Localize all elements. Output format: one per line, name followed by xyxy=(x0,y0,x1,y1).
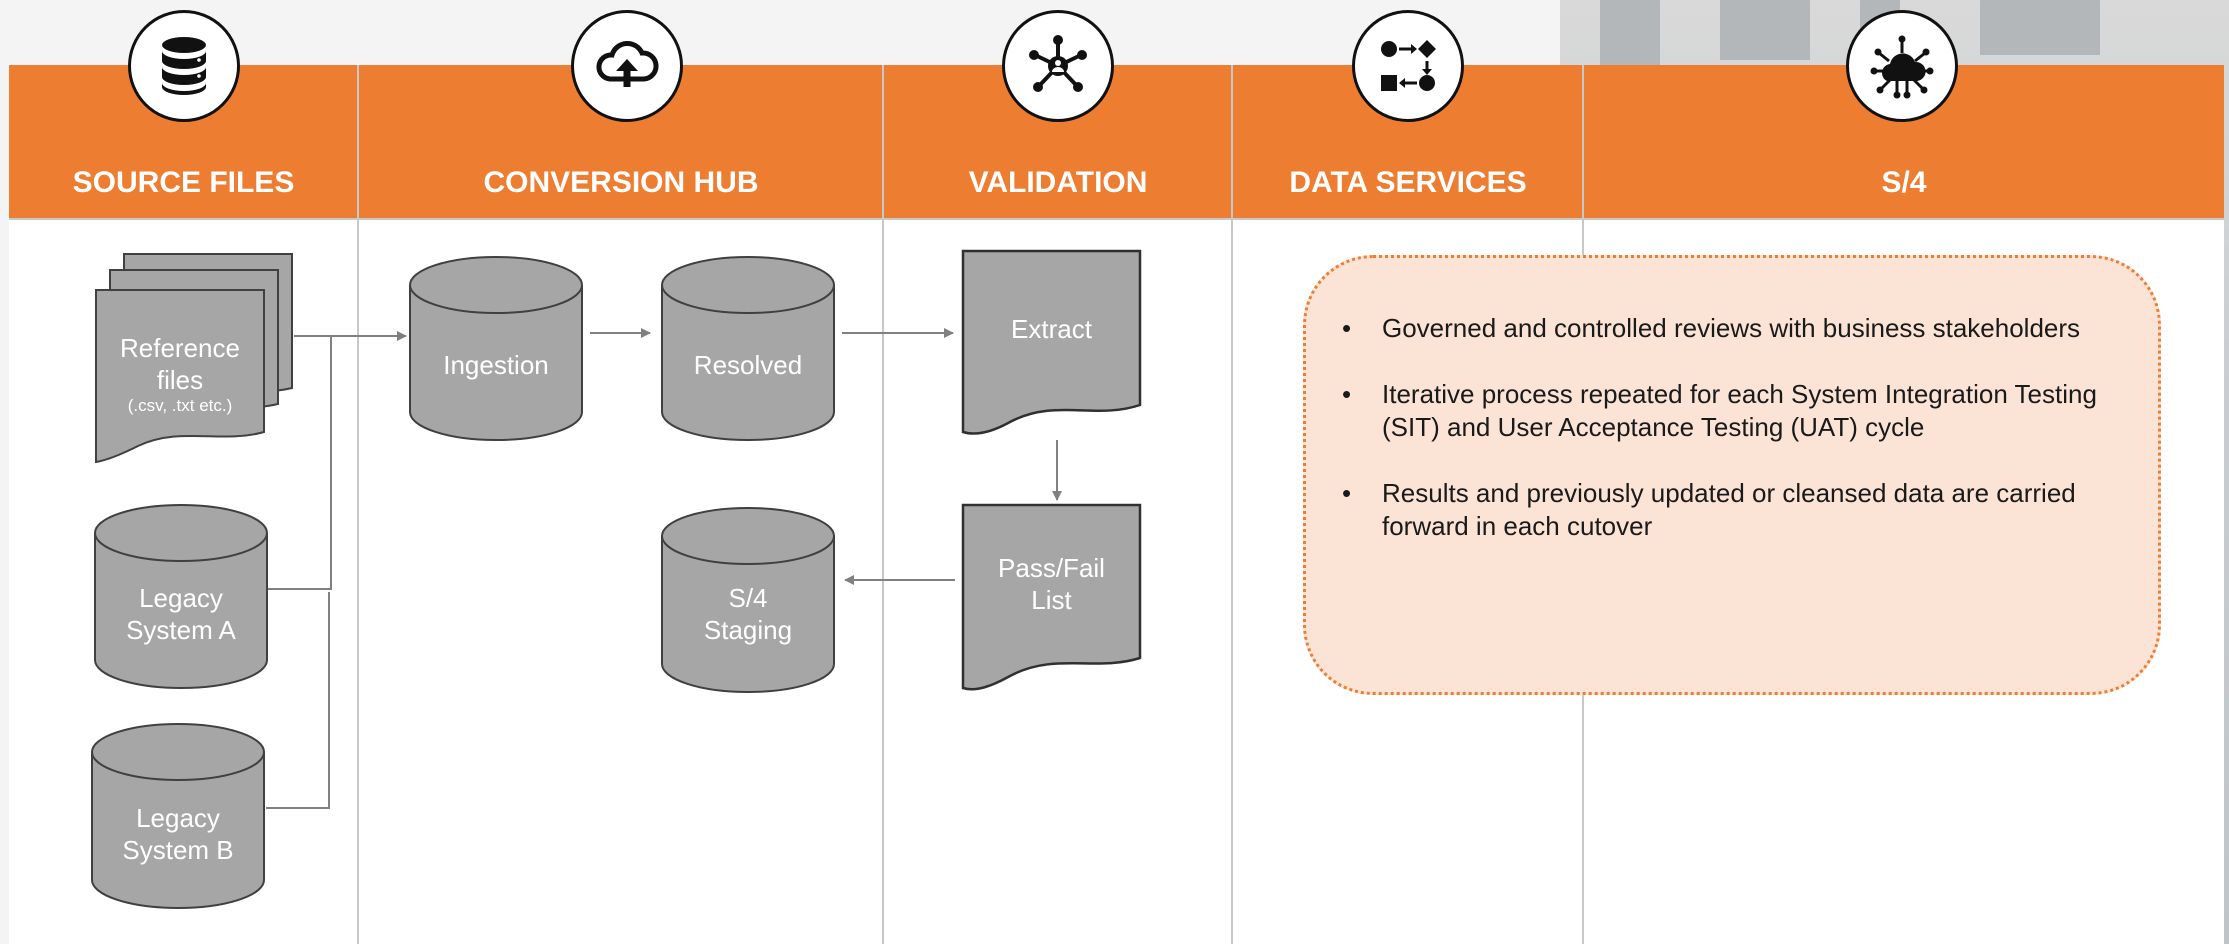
column-title-conversion-hub: CONVERSION HUB xyxy=(483,166,759,199)
column-title-data-services: DATA SERVICES xyxy=(1289,166,1527,199)
pass-fail-shape xyxy=(961,503,1142,691)
note-item: Iterative process repeated for each Syst… xyxy=(1342,378,2098,444)
connector-legacy-b xyxy=(266,592,330,809)
s4-staging-shape xyxy=(661,507,835,693)
extract-shape xyxy=(961,249,1142,435)
legacy-system-b-shape xyxy=(91,723,265,909)
column-title-validation: VALIDATION xyxy=(968,166,1148,199)
column-divider xyxy=(1231,65,1233,944)
ingestion-shape xyxy=(409,256,583,441)
column-divider xyxy=(882,65,884,944)
legacy-system-a-shape xyxy=(94,504,268,689)
legacy-system-b-label: Legacy System B xyxy=(122,803,234,865)
column-title-source-files: SOURCE FILES xyxy=(72,166,295,199)
database-icon xyxy=(128,10,240,122)
resolved-shape xyxy=(661,256,835,441)
network-hub-icon xyxy=(1002,10,1114,122)
ingestion-label: Ingestion xyxy=(443,350,549,380)
data-transform-icon xyxy=(1352,10,1464,122)
cloud-upload-icon xyxy=(571,10,683,122)
notes-list: Governed and controlled reviews with bus… xyxy=(1306,258,2158,543)
notes-box: Governed and controlled reviews with bus… xyxy=(1303,255,2161,695)
reference-files-label: Reference files (.csv, .txt etc.) xyxy=(120,333,240,415)
reference-files-shape xyxy=(95,253,293,464)
header-bottom-line xyxy=(9,218,2224,220)
connector-legacy-a xyxy=(268,336,332,590)
note-item: Governed and controlled reviews with bus… xyxy=(1342,312,2098,345)
extract-label: Extract xyxy=(1011,314,1092,344)
column-divider xyxy=(357,65,359,944)
pass-fail-label: Pass/Fail List xyxy=(998,553,1105,615)
note-item: Results and previously updated or cleans… xyxy=(1342,477,2098,543)
cloud-network-icon xyxy=(1846,10,1958,122)
s4-staging-label: S/4 Staging xyxy=(703,583,793,645)
resolved-label: Resolved xyxy=(693,350,803,380)
legacy-system-a-label: Legacy System A xyxy=(126,583,236,645)
column-title-s4: S/4 xyxy=(1881,166,1927,199)
